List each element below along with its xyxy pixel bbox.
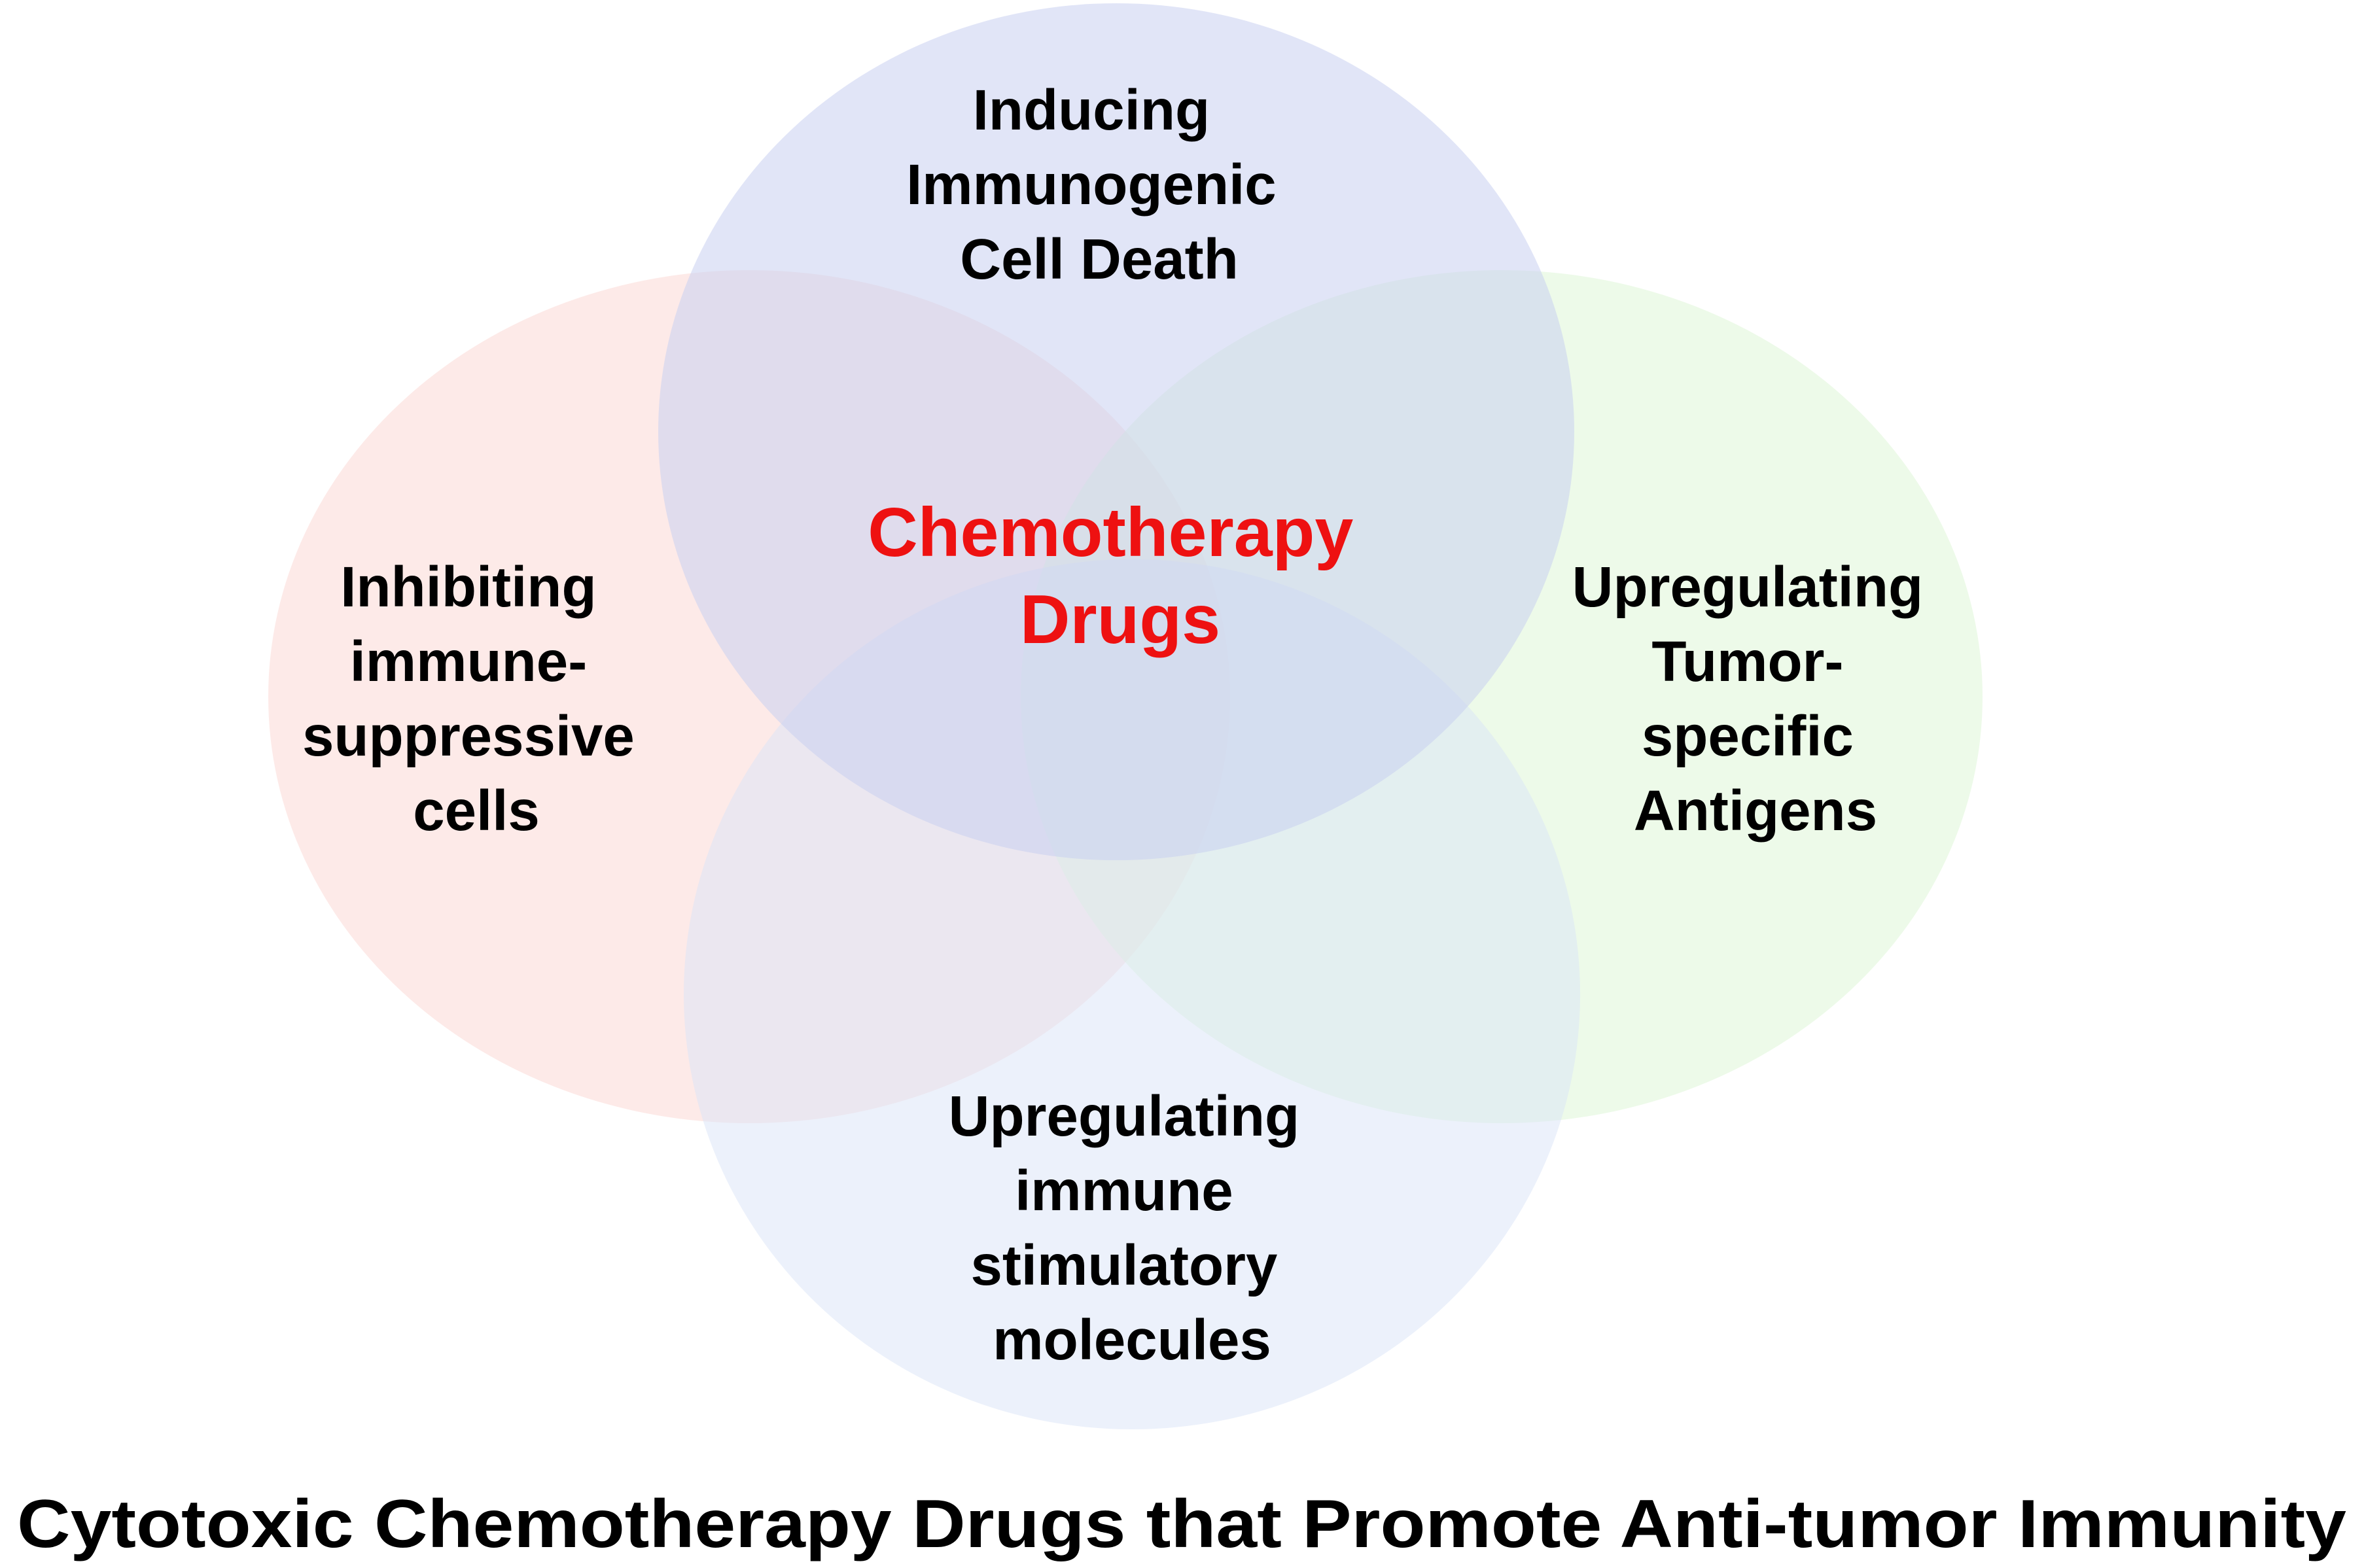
top-circle xyxy=(658,3,1574,860)
top-label-line: Immunogenic xyxy=(906,153,1277,217)
center-label-line: Drugs xyxy=(1020,581,1220,658)
bottom-label-line: stimulatory xyxy=(970,1234,1277,1297)
left-label-line: Inhibiting xyxy=(340,555,596,619)
right-label-line: Tumor- xyxy=(1651,630,1843,693)
bottom-label-line: Upregulating xyxy=(949,1085,1300,1148)
center-label-line: Chemotherapy xyxy=(868,494,1353,571)
right-label-line: Upregulating xyxy=(1572,555,1924,619)
top-label-line: Inducing xyxy=(973,78,1210,142)
figure-caption: Cytotoxic Chemotherapy Drugs that Promot… xyxy=(17,1486,2346,1562)
top-label-line: Cell Death xyxy=(960,228,1238,291)
center-label: Chemotherapy Drugs xyxy=(868,494,1373,658)
bottom-label-line: molecules xyxy=(993,1308,1271,1372)
right-label-line: Antigens xyxy=(1634,779,1877,843)
bottom-label-line: immune xyxy=(1015,1159,1233,1223)
left-label-line: cells xyxy=(413,779,540,843)
left-label-line: suppressive xyxy=(302,705,635,768)
left-circle-label: Inhibiting immune- suppressive cells xyxy=(302,555,650,843)
right-label-line: specific xyxy=(1642,705,1854,768)
bottom-circle-label: Upregulating immune stimulatory molecule… xyxy=(949,1085,1316,1372)
left-label-line: immune- xyxy=(350,630,588,693)
right-circle-label: Upregulating Tumor- specific Antigens xyxy=(1572,555,1939,843)
top-circle-label: Inducing Immunogenic Cell Death xyxy=(906,78,1292,291)
